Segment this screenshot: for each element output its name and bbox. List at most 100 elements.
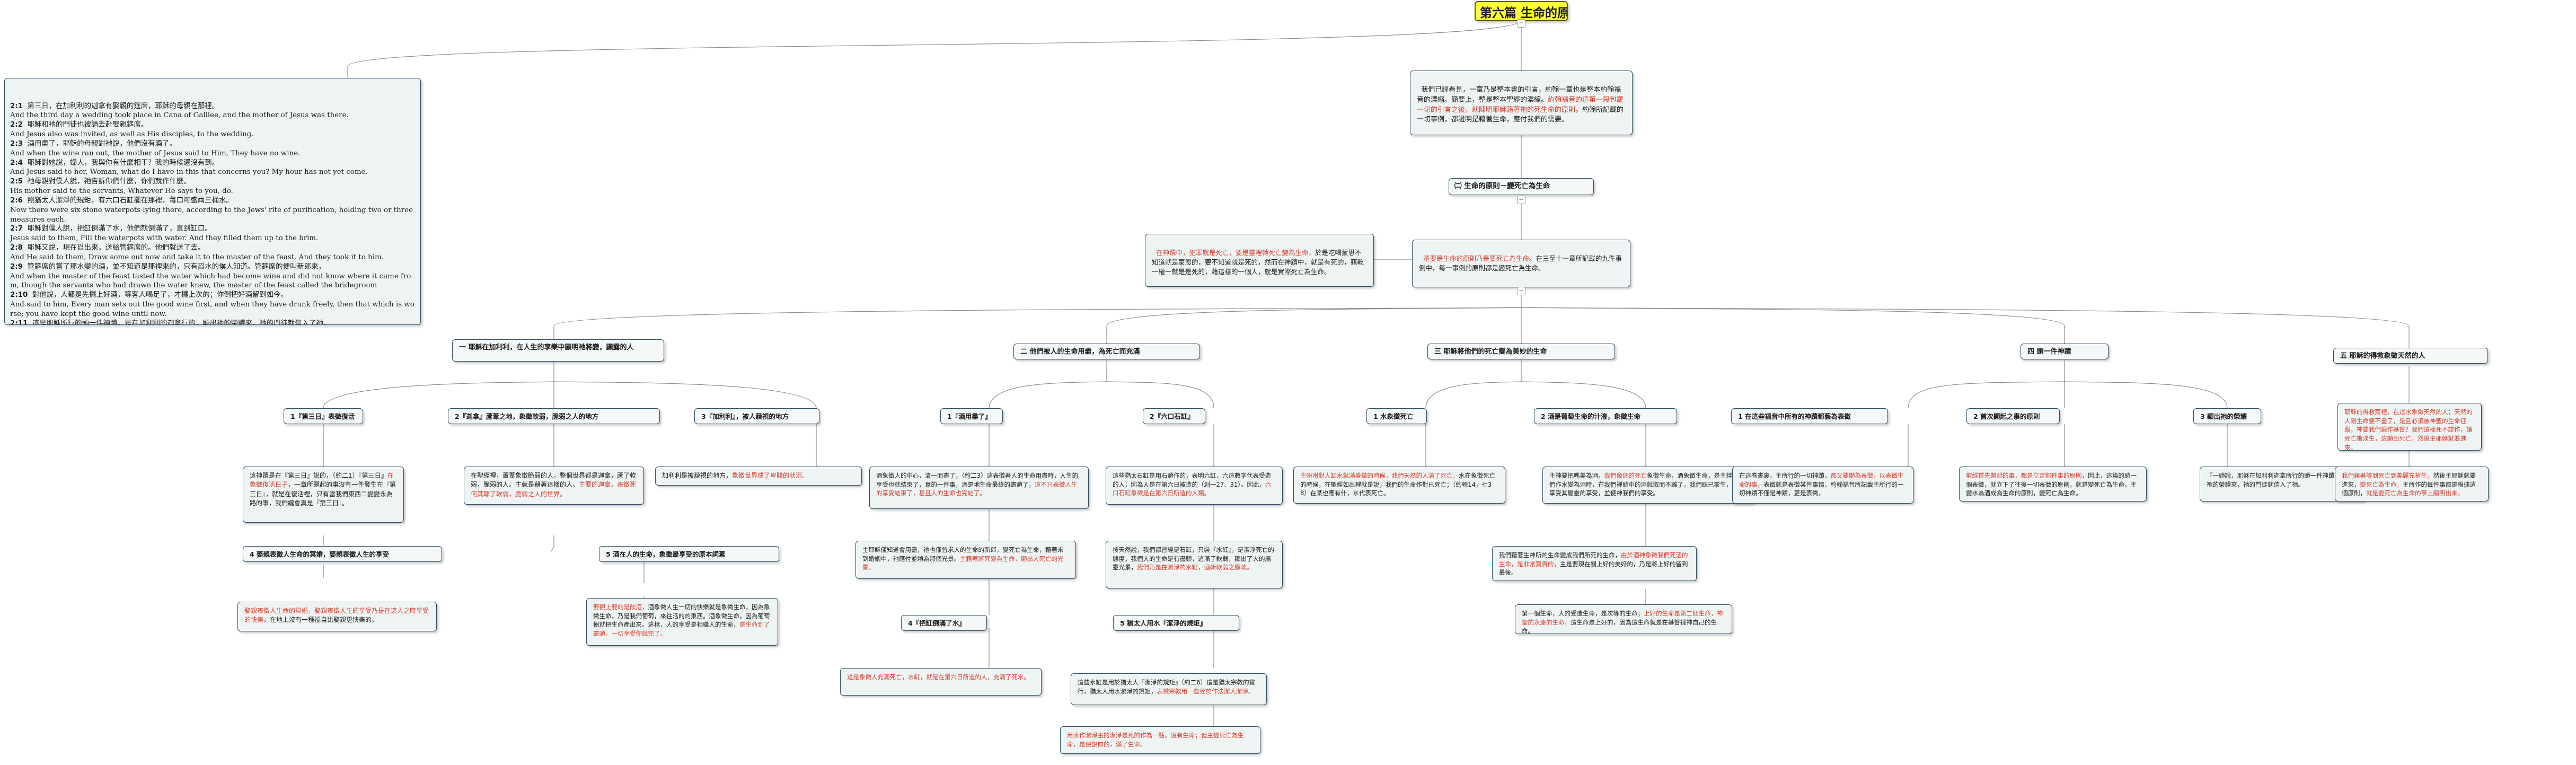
- text-run: 主是要現在關上好的美好的，乃是將上好的留到最後。: [1499, 560, 1688, 577]
- verse-zh-text: 耶穌對僕人說，把缸倒滿了水，他們就倒滿了，直到缸口。: [23, 225, 212, 233]
- text-run: 都又要顯為表徵，以表徵生命的事: [1739, 472, 1904, 488]
- text-run: 在聖經裡，蘆葦象徵脆弱的人，整個世界都是迦拿，蘆了軟弱，脆弱的人。主就是藉著這樣…: [471, 472, 637, 489]
- verse-ref: 2:3: [10, 139, 23, 148]
- text-run: 這神蹟是在『第三日』說的，（約二1）『第三日』: [250, 472, 387, 479]
- text-run: 娶親表徵人生命的冥婚，娶親表徵人生的享受乃是在這人之時享受的快樂: [244, 607, 429, 624]
- text-run: 按天然說，我們都曾經是石缸，只裝『水紅』，是潔淨死亡的態度，我們人的生命是有盡頭…: [1113, 546, 1274, 571]
- s4-sub-3: 3 顯出祂的榮耀: [2193, 408, 2261, 424]
- verse-zh-text: 這是耶穌所行的頭一件神蹟，是在加利利的迦拿行的，顯出祂的榮耀來，祂的門徒就信入了…: [28, 319, 331, 325]
- map-title: 第六篇 生命的原則: [1475, 1, 1568, 21]
- verse-en: His mother said to the servants, Whateve…: [10, 187, 233, 196]
- text-run: 加利利是被藐視的地方，: [662, 472, 733, 479]
- s1-sub-4: 4 娶親表徵人生命的冥婚，娶親表徵人生的享受: [243, 546, 442, 562]
- text-run: 『一頭說，耶穌在加利利迦拿所行的頭一件神蹟，顯出祂的榮耀來，祂的門徒就信入了祂。: [2207, 472, 2353, 488]
- collapse-toggle-main[interactable]: −: [1517, 287, 1525, 295]
- verse-zh: 2:2 耶穌和祂的門徒也被請去赴娶親筵席。: [10, 120, 415, 130]
- s3-note-3: 我們藉著生神所的生命變成我們所死的生命，由於酒神象徵我們死活的生命，是非常寶貴的…: [1492, 546, 1697, 581]
- intro-note: 我們已經看見，一章乃是整本書的引言，約翰一章也是整本約翰福音的濃縮。簡要上，整是…: [1410, 71, 1633, 135]
- text-run: 主神要把嗎美為酒，: [1549, 472, 1604, 479]
- section-1-heading: 一 耶穌在加利利，在人生的享樂中顯明祂將變，顯露的人: [452, 339, 664, 362]
- s3-note-2: 主神要把嗎美為酒，我們像個的死亡象徵生命，酒象徵生命，是主拌著我們作水變為酒時，…: [1542, 467, 1754, 504]
- s2-sub-4: 4『把缸倒滿了水』: [901, 615, 987, 631]
- text-run: ，在地上沒有一種福自比娶親更快樂的。: [263, 616, 378, 624]
- s2-sub-5: 5 猶太人用水『潔淨的規矩』: [1113, 615, 1239, 631]
- text-run: ，一章所題起的事沒有一件發生在『第三日』，就是在復活裡，只有當我們東西二變變永為…: [250, 481, 396, 507]
- verse-ref: 2:8: [10, 244, 23, 252]
- text-run: 這是象徵人充滿死亡，水缸，就是在第六日所造的人，充滿了死水。: [847, 673, 1030, 681]
- s4-note-2: 聖經首先題起的事，都是立定那件事的原則，因此，這篇的頭一個表徵，就立下了往後一切…: [1959, 467, 2147, 502]
- verse-ref: 2:2: [10, 121, 23, 129]
- s4-note-1: 在這卷書裏，主所行的一切神蹟，都又要顯為表徵，以表徵生命的事，表徵就是表徵某件事…: [1732, 467, 1913, 504]
- text-run: 象徵生命，酒象徵生命，是主拌著我們作水變為酒時，在我們裡頭中的酒就取而不離了，我…: [1549, 472, 1744, 497]
- s1-note-2: 在聖經裡，蘆葦象徵脆弱的人，整個世界都是迦拿，蘆了軟弱，脆弱的人。主就是藉著這樣…: [464, 467, 644, 505]
- verses-panel: 2:1 第三日，在加利利的迦拿有娶親的筵席，耶穌的母親在那裡。And the t…: [4, 78, 421, 325]
- text-run: 於是吃喝蒙恩不知道就是蒙恩的，要不知道就是死的，然而在神蹟中，就是有死的，藉乾一…: [1152, 249, 1364, 276]
- s5-note-1: 耶穌的得救兩裡，在這水象徵天然的人；天然的人剛生命要不盡了，是且必須被神聖的生命…: [2337, 403, 2482, 451]
- s1-sub-5: 5 酒在人的生命，象徵最享受的原本詞素: [599, 546, 779, 562]
- section-2-heading: 二 他們被人的生命用盡，為死亡而充滿: [1013, 344, 1200, 359]
- verse-zh-text: 耶穌和祂的門徒也被請去赴娶親筵席。: [23, 121, 148, 129]
- verse-zh: 2:10 對他說，人都是先擺上好酒，等客人喝足了，才擺上次的；你倒把好酒留到如今…: [10, 291, 415, 300]
- verse-ref: 2:4: [10, 159, 23, 167]
- text-run: 變死亡為生命，: [2360, 480, 2403, 488]
- verse-zh-text: 祂母親對僕人說，祂告訴你們什麼，你們就作什麼。: [23, 178, 191, 186]
- verse-ref: 2:7: [10, 225, 23, 233]
- verse-ref: 2:6: [10, 196, 23, 205]
- collapse-toggle-principle[interactable]: −: [1517, 196, 1525, 204]
- verse-zh: 2:6 照猶太人潔淨的規矩，有六口石缸擺在那裡，每口可盛兩三桶水。: [10, 196, 415, 206]
- text-run: 聖經首先題起的事，都是立定那件事的原則: [1966, 472, 2082, 479]
- verse-ref: 2:9: [10, 262, 23, 271]
- verse-en: And when the master of the feast tasted …: [10, 272, 411, 290]
- text-run: 主吩咐對人缸水就滿盛做的時候，我們天然的人滿了死亡，: [1300, 472, 1459, 479]
- text-run: 第一個生命，人的受造生命，是次等的生命；: [1522, 610, 1644, 617]
- section-5-heading: 五 耶穌的得救象徵天然的人: [2333, 348, 2488, 364]
- s1-sub-2: 2『迦拿』蘆葦之地，象徵軟弱，脆弱之人的地方: [448, 408, 660, 424]
- verse-ref: 2:1: [10, 102, 23, 110]
- s5-note-2: 我們藉著等到死亡到美麗充裕生，然後主耶穌就要進來，變死亡為生命，主所作的每件事都…: [2335, 467, 2489, 502]
- text-run: 這生命是上好的，因為這生命就是在基督裡神自己的生命。: [1522, 618, 1717, 634]
- verse-en: And when the wine ran out, the mother of…: [10, 149, 301, 157]
- text-run: 基要是生命的原則乃是要死亡為生命: [1423, 254, 1529, 263]
- s4-sub-1: 1 在這些福音中所有的神蹟都藝為表徵: [1731, 408, 1888, 424]
- s2-note-7: 用水作潔淨主的潔淨是死的作為一點，沒有生命；但主變死亡為生命，是使說前的，滿了生…: [1060, 726, 1260, 754]
- text-run: 娶親上要的是飲酒，: [593, 603, 648, 611]
- section-3-heading: 三 耶穌將他們的死亡變為美妙的生命: [1427, 344, 1615, 359]
- text-run: 我們藉著生神所的生命變成我們所死的生命，: [1499, 551, 1621, 559]
- verse-zh: 2:4 耶穌對她說，婦人，我與你有什麼相干？我的時候還沒有到。: [10, 159, 415, 168]
- s2-sub-1: 1『酒用盡了』: [940, 408, 1003, 424]
- verse-zh: 2:11 這是耶穌所行的頭一件神蹟，是在加利利的迦拿行的，顯出祂的榮耀來，祂的門…: [10, 319, 415, 325]
- verse-zh-text: 第三日，在加利利的迦拿有娶親的筵席，耶穌的母親在那裡。: [23, 102, 219, 110]
- s1-sub-3: 3『加利利』，被人藐視的地方: [694, 408, 819, 424]
- s1-note-1: 這神蹟是在『第三日』說的，（約二1）『第三日』在象徵復活日子，一章所題起的事沒有…: [243, 467, 404, 523]
- text-run: 在神蹟中，犯罪就是死亡，要是靈裡轉死亡變為生命，: [1155, 249, 1315, 257]
- verse-zh-text: 對他說，人都是先擺上好酒，等客人喝足了，才擺上次的；你倒把好酒留到如今。: [28, 291, 288, 300]
- verses-list: 2:1 第三日，在加利利的迦拿有娶親的筵席，耶穌的母親在那裡。And the t…: [10, 102, 415, 325]
- text-run: 約翰福音的這第一段包羅一切的引言之後，就陳明耶穌藉著祂的死生命的原則: [1417, 95, 1624, 114]
- collapse-toggle-title[interactable]: −: [1517, 19, 1525, 28]
- text-run: 六口石缸象徵是在第六日所造的人類。: [1113, 480, 1272, 497]
- s3-sub-2: 2 酒是葡萄生命的汁液，象徵生命: [1534, 408, 1677, 424]
- s1-sub-1: 1『第三日』表徵復活: [284, 408, 363, 424]
- s3-note-4: 第一個生命，人的受造生命，是次等的生命；上好的生命是第二個生命，神聖的永遠的生命…: [1515, 604, 1732, 634]
- principle-heading: ㈡ 生命的原則－變死亡為生命: [1449, 178, 1594, 195]
- verse-en: Jesus said to them, Fill the waterpots w…: [10, 234, 319, 243]
- s2-note-4: 按天然說，我們都曾經是石缸，只裝『水紅』，是潔淨死亡的態度，我們人的生命是有盡頭…: [1106, 541, 1283, 588]
- s1-note-5: 娶親上要的是飲酒，酒象徵人生一切的快樂就是象徵生命，因為象徵生命，乃是我們葡萄，…: [586, 598, 778, 646]
- s2-note-1: 酒象徵人的中心，清一而盡了，（約二3）這表徵著人的生命用盡時，人生的享受也就結束…: [869, 467, 1089, 509]
- text-run: 這些猶太石缸是用石頭作的，表明六缸，六這數字代表受造的人，因為人是在第六日被造的…: [1113, 472, 1271, 488]
- principle-left-note: 在神蹟中，犯罪就是死亡，要是靈裡轉死亡變為生命，於是吃喝蒙恩不知道就是蒙恩的，要…: [1145, 234, 1374, 287]
- text-run: ，表徵就是表徵某件事情，約翰福音所記載主所行的一切神蹟不僅是神蹟，更是表徵。: [1739, 480, 1904, 497]
- text-run: 主耶穌僅知道會用盡，祂也僅曾求人的生命的新郎，變死亡為生命，藉著來到婚姻中，祂應…: [862, 546, 1064, 562]
- verse-zh: 2:7 耶穌對僕人說，把缸倒滿了水，他們就倒滿了，直到缸口。: [10, 224, 415, 234]
- verse-ref: 2:11: [10, 319, 28, 325]
- text-run: 我們藉著等到死亡到美麗充裕生，: [2342, 472, 2433, 479]
- verse-en: And He said to them, Draw some out now a…: [10, 253, 384, 261]
- text-run: 我們乃是在潔淨的水缸，酒斬軟弱之顯軟。: [1137, 564, 1253, 571]
- s2-note-2: 這些猶太石缸是用石頭作的，表明六缸，六這數字代表受造的人，因為人是在第六日被造的…: [1106, 467, 1283, 505]
- text-run: 由於酒神象徵我們死活的生命，是非常寶貴的，: [1499, 551, 1688, 568]
- text-run: 上好的生命是第二個生命，神聖的永遠的生命，: [1522, 610, 1723, 626]
- verse-ref: 2:5: [10, 178, 23, 186]
- text-run: 然後主耶穌就要進來，: [2342, 472, 2476, 488]
- verse-zh: 2:3 酒用盡了，耶穌的母親對祂說，他們沒有酒了。: [10, 139, 415, 149]
